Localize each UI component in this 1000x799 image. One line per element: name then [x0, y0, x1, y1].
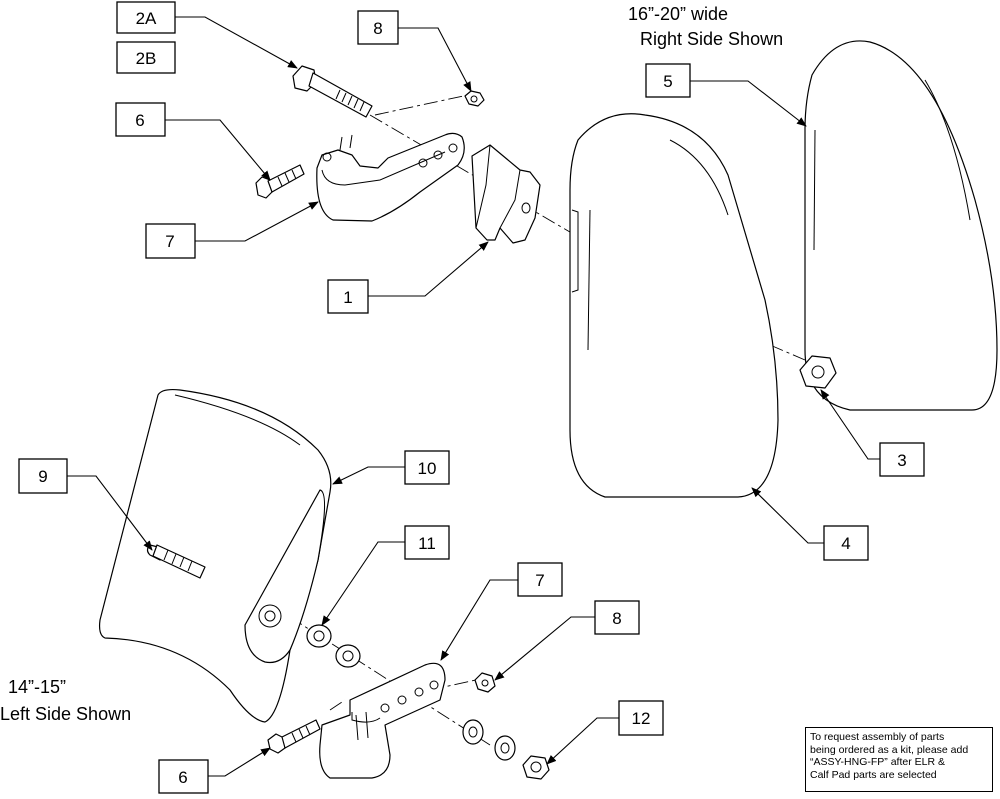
svg-text:11: 11	[418, 534, 436, 553]
part-washers-11	[306, 624, 361, 668]
svg-text:4: 4	[841, 534, 850, 553]
assembly-note: To request assembly of parts being order…	[805, 727, 993, 792]
callout-4: 4	[823, 525, 869, 561]
part-calf-pad-10	[98, 388, 332, 723]
callout-8-bottom: 8	[594, 600, 640, 635]
part-calf-pad-4	[569, 113, 779, 498]
caption-left-size: 14”-15”	[8, 677, 66, 697]
assembly-note-line: To request assembly of parts	[810, 731, 945, 743]
callout-5: 5	[645, 63, 691, 98]
svg-text:10: 10	[418, 459, 437, 478]
part-bolt-6-top	[255, 164, 305, 199]
callout-3: 3	[879, 442, 925, 477]
svg-text:7: 7	[535, 571, 544, 590]
svg-text:8: 8	[373, 19, 382, 38]
callout-9: 9	[18, 458, 68, 494]
assembly-note-line: “ASSY-HNG-FP” after ELR &	[810, 756, 945, 769]
part-hex-nut-3	[799, 355, 837, 389]
part-washers-lower	[462, 719, 516, 761]
part-lock-nut-12	[522, 755, 550, 780]
assembly-note-line: being ordered as a kit, please add	[810, 743, 969, 756]
caption-left-side: Left Side Shown	[0, 704, 131, 724]
part-hinge-bracket-7-top	[316, 132, 465, 222]
callout-12: 12	[618, 700, 664, 736]
callout-2b: 2B	[116, 41, 176, 74]
svg-text:6: 6	[135, 111, 144, 130]
svg-text:12: 12	[632, 709, 651, 728]
svg-text:2B: 2B	[136, 49, 157, 68]
svg-text:7: 7	[165, 232, 174, 251]
svg-text:3: 3	[897, 451, 906, 470]
part-clamp-block-1	[471, 144, 541, 244]
svg-text:1: 1	[343, 288, 352, 307]
callout-8-top: 8	[357, 10, 399, 45]
callout-10: 10	[404, 450, 450, 485]
svg-text:9: 9	[38, 467, 47, 486]
callout-2a: 2A	[116, 1, 176, 34]
leader-lines	[67, 16, 880, 777]
part-hinge-bracket-7-bottom	[319, 662, 446, 779]
part-calf-pad-5	[804, 40, 998, 411]
assembly-note-line: Calf Pad parts are selected	[810, 768, 937, 781]
callout-6-bottom: 6	[158, 759, 209, 794]
callout-7-top: 7	[145, 223, 196, 259]
svg-text:6: 6	[178, 768, 187, 787]
svg-text:2A: 2A	[136, 9, 157, 28]
callout-1: 1	[327, 279, 369, 314]
caption-right-side: Right Side Shown	[640, 29, 783, 49]
part-bolt-6-bottom	[267, 719, 321, 754]
callout-11: 11	[404, 525, 450, 560]
svg-text:5: 5	[663, 72, 672, 91]
svg-text:8: 8	[612, 609, 621, 628]
callout-7-bottom: 7	[517, 562, 563, 597]
callout-6-top: 6	[115, 102, 166, 137]
part-nut-8-bottom	[474, 672, 496, 693]
part-nut-8-top	[464, 90, 485, 107]
caption-right-size: 16”-20” wide	[628, 4, 728, 24]
part-bolt-2a	[292, 65, 373, 118]
